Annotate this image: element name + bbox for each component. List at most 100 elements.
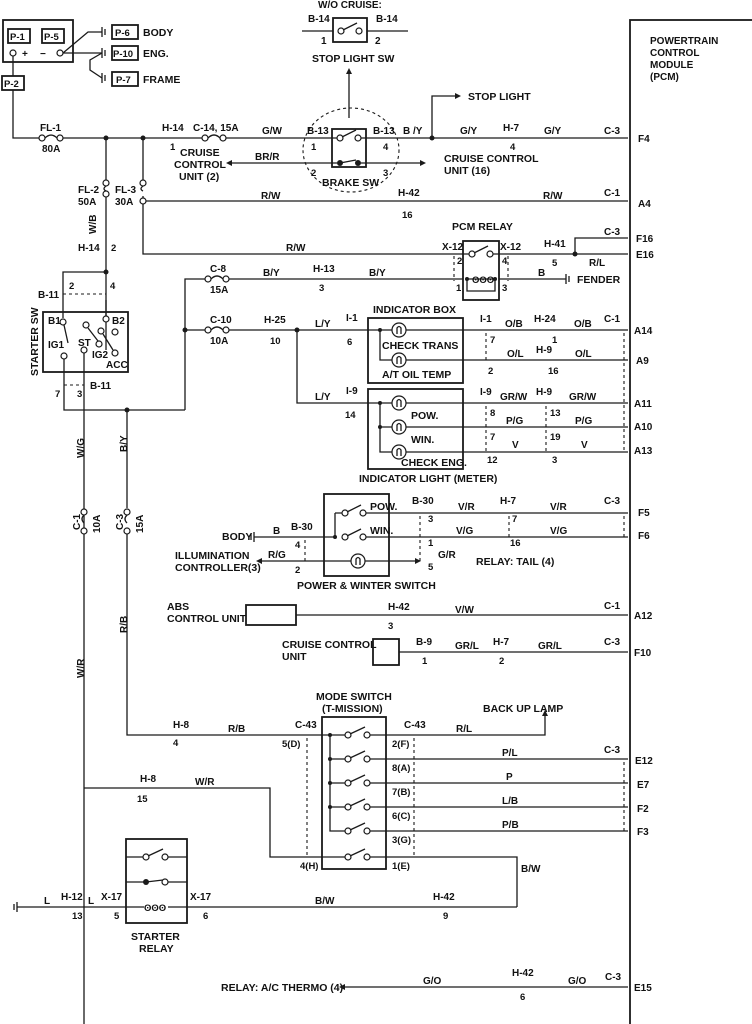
h41-pin: 5 (552, 258, 558, 269)
h12-conn: H-12 (61, 892, 83, 903)
wire-v-1: V (512, 440, 519, 451)
terminal-f5: F5 (638, 508, 650, 519)
h7-pin-16: 16 (510, 538, 521, 549)
wire-vr-2: V/R (550, 502, 567, 513)
battery-neg-id: P-5 (44, 32, 60, 43)
battery-plus: + (22, 49, 28, 60)
c3-fuse-id: C-3 (115, 513, 126, 530)
stop-light-sw-label: STOP LIGHT SW (312, 53, 395, 65)
h24-pin-1: 1 (552, 335, 558, 346)
wire-by-3: B/Y (369, 268, 386, 279)
terminal-a9: A9 (636, 356, 649, 367)
term-b2: B2 (112, 316, 125, 327)
wire-ob-1: O/B (505, 319, 523, 330)
i9-conn-right: I-9 (480, 387, 492, 398)
mode-pin-2f: 2(F) (392, 739, 409, 750)
brake-conn-left: B-13 (307, 126, 329, 137)
terminal-a12: A12 (634, 611, 653, 622)
h24-conn: H-24 (534, 314, 556, 325)
h42-conn-2: H-42 (388, 602, 410, 613)
main-bus: FL-1 80A H-14 1 C-14, 15A G/W (12, 56, 318, 155)
stop-sw-conn-left: B-14 (308, 14, 330, 25)
mode-pin-6c: 6(C) (392, 811, 410, 822)
mode-pin-1e: 1(E) (392, 861, 410, 872)
wire-ly-1: L/Y (315, 319, 331, 330)
x12-right: X-12 (500, 242, 522, 253)
wire-v-2: V (581, 440, 588, 451)
h7-conn-3: H-7 (493, 637, 510, 648)
ground-p10-id: P-10 (113, 49, 133, 60)
h8-conn-2: H-8 (140, 774, 157, 785)
mode-sw-l1: MODE SWITCH (316, 691, 392, 703)
wire-by: B /Y (403, 126, 423, 137)
b9-conn: B-9 (416, 637, 433, 648)
h9-conn-2: H-9 (536, 387, 553, 398)
wire-grl-2: GR/L (538, 641, 562, 652)
abs-cruise-units: ABS CONTROL UNIT H-42 3 V/W C-1 CRUISE C… (167, 601, 628, 667)
c8-rating: 15A (210, 285, 228, 296)
x17-conn-left: X-17 (101, 892, 123, 903)
vertical-feeds: W/G B/Y C-1 10A C-3 15A R/B W/R H-8 4 R/… (72, 410, 305, 858)
h14-pin: 1 (170, 142, 176, 153)
ground-p6-name: BODY (143, 27, 173, 39)
terminal-e16: E16 (636, 250, 654, 261)
wire-go-1: G/O (423, 976, 442, 987)
h41-conn: H-41 (544, 239, 566, 250)
mode-pin-3g: 3(G) (392, 835, 411, 846)
h14-conn: H-14 (162, 123, 184, 134)
wire-vg-2: V/G (550, 526, 567, 537)
h25-pin: 10 (270, 336, 281, 347)
terminal-f4: F4 (638, 134, 650, 145)
i9-conn-left: I-9 (346, 386, 358, 397)
wire-rb: R/B (119, 616, 130, 633)
pcm-label-2: CONTROL (650, 48, 699, 59)
brake-pin-4: 4 (383, 142, 389, 153)
body-gnd-label: BODY (222, 531, 252, 543)
wire-l-1: L (44, 896, 50, 907)
h7-conn-2: H-7 (500, 496, 517, 507)
h42-pin-6: 6 (520, 992, 525, 1003)
i1-pin-2: 2 (488, 366, 493, 377)
fl3-rating: 30A (115, 197, 133, 208)
i9-pin-8: 8 (490, 408, 495, 419)
relay-coil-icon: ʘʘʘ (472, 275, 494, 286)
c43-conn-right: C-43 (404, 720, 426, 731)
h9-pin-13: 13 (550, 408, 561, 419)
pcm-module: POWERTRAIN CONTROL MODULE (PCM) (629, 19, 752, 1024)
x17-pin-5: 5 (114, 911, 120, 922)
wire-vg-1: V/G (456, 526, 473, 537)
c14-conn: C-14, 15A (193, 123, 239, 134)
i1-conn-left: I-1 (346, 313, 358, 324)
battery: P-1 P-5 + − P-2 (1, 19, 74, 91)
ac-thermo-line: RELAY: A/C THERMO (4) G/O H-42 6 G/O C-3 (221, 968, 628, 1003)
c1-fuse-id: C-1 (72, 513, 83, 530)
indicator-light-meter: POW. WIN. CHECK ENG. INDICATOR LIGHT (ME… (359, 388, 628, 485)
term-ig2: IG2 (92, 350, 109, 361)
relay-pin-1: 1 (456, 283, 462, 294)
c3-conn-1: C-3 (604, 126, 621, 137)
wire-bw-2: B/W (315, 896, 335, 907)
stop-sw-pin-left: 1 (321, 36, 327, 47)
cruise-unit-2-l3: UNIT (2) (179, 171, 219, 183)
terminal-a11: A11 (634, 399, 652, 410)
fl3-id: FL-3 (115, 185, 137, 196)
x17-pin-6: 6 (203, 911, 208, 922)
indicator-light-label: INDICATOR LIGHT (METER) (359, 473, 497, 485)
c1-conn-2: C-1 (604, 314, 621, 325)
brake-pin-2: 2 (311, 168, 316, 179)
c10-conn: C-10 (210, 315, 232, 326)
wire-rw-2: R/W (543, 191, 563, 202)
lamp-pow: POW. (411, 410, 439, 422)
wire-bw-1: B/W (521, 864, 541, 875)
lamp-at-oil-temp: A/T OIL TEMP (382, 369, 451, 381)
fl2-rating: 50A (78, 197, 96, 208)
stop-sw-conn-right: B-14 (376, 14, 398, 25)
h7-pin-2: 2 (499, 656, 504, 667)
wire-wr: W/R (76, 658, 87, 678)
fusible-links-2-3: FL-2 50A FL-3 30A R/W H-42 16 R/W C-1 R/… (78, 138, 628, 268)
terminal-e7: E7 (637, 780, 650, 791)
wire-l-2: L (88, 896, 94, 907)
fuse-c8-c10: C-8 15A B/Y H-13 3 B/Y C-10 10A H-25 10 … (182, 264, 463, 421)
wire-ol-1: O/L (507, 349, 524, 360)
mode-switch: MODE SWITCH (T-MISSION) C-43 C-43 5(D) 4… (282, 691, 628, 907)
